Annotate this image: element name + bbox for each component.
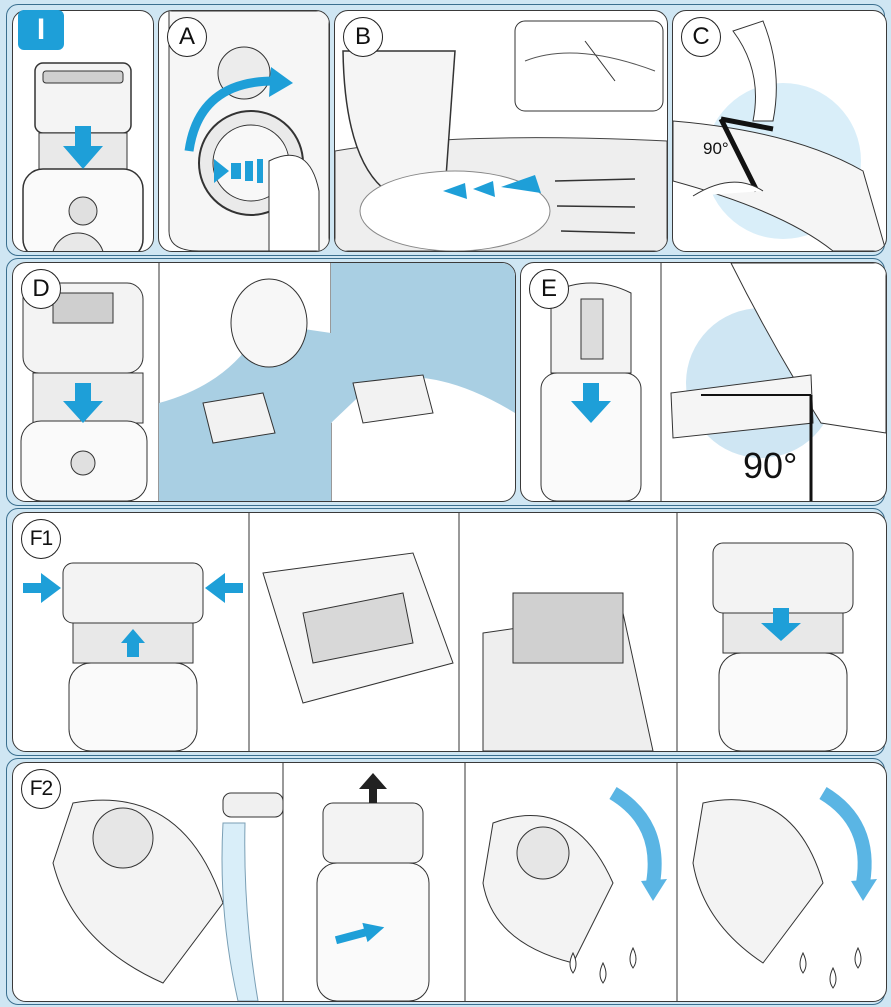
panel-d-label: D: [21, 269, 61, 309]
angle-90-label: 90°: [703, 139, 729, 159]
panel-c: C 90°: [672, 10, 887, 252]
panel-e-label: E: [529, 269, 569, 309]
underarm-bikini-illustration: [13, 263, 515, 501]
cleaning-brush-illustration: [13, 513, 886, 751]
leg-epilation-illustration: [335, 11, 667, 251]
panel-f1: F1: [12, 512, 887, 752]
left-arrow-icon: [23, 573, 61, 603]
panel-e: E 90°: [520, 262, 887, 502]
panel-b-label: B: [343, 17, 383, 57]
panel-f1-label: F1: [21, 519, 61, 559]
water-rinse-illustration: [13, 763, 886, 1001]
up-arrow-icon: [359, 773, 387, 803]
angle-90-label-large: 90°: [743, 445, 797, 487]
panel-a-label: A: [167, 17, 207, 57]
panel-d: D: [12, 262, 516, 502]
panel-f2: F2: [12, 762, 887, 1002]
section-badge: I: [18, 10, 64, 50]
panel-b: B: [334, 10, 668, 252]
panel-c-label: C: [681, 17, 721, 57]
panel-f2-label: F2: [21, 769, 61, 809]
shake-arrow-icon: [851, 879, 877, 901]
shake-arrow-icon: [641, 879, 667, 901]
panel-a: A: [158, 10, 330, 252]
right-arrow-icon: [205, 573, 243, 603]
face-epilation-illustration: [521, 263, 886, 501]
